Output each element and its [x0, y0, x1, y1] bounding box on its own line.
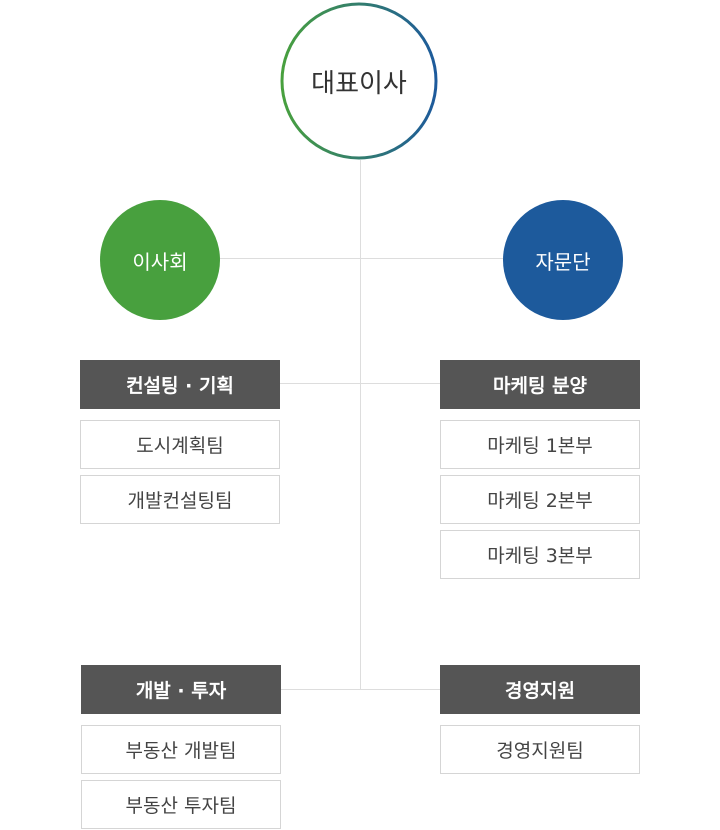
team-marketing-3: 마케팅 3본부: [440, 530, 640, 579]
dept-development: 개발 · 투자: [81, 665, 281, 714]
team-real-estate-invest: 부동산 투자팀: [81, 780, 281, 829]
team-urban-planning: 도시계획팀: [80, 420, 280, 469]
advisory-node: 자문단: [503, 200, 623, 320]
team-marketing-1: 마케팅 1본부: [440, 420, 640, 469]
dept-consulting: 컨설팅 · 기획: [80, 360, 280, 409]
board-label: 이사회: [132, 249, 188, 274]
team-management-support: 경영지원팀: [440, 725, 640, 774]
advisory-label: 자문단: [535, 249, 591, 274]
ceo-label: 대표이사: [311, 68, 407, 99]
team-real-estate-dev: 부동산 개발팀: [81, 725, 281, 774]
ceo-ring: [280, 2, 438, 160]
board-node: 이사회: [100, 200, 220, 320]
dept-management: 경영지원: [440, 665, 640, 714]
team-marketing-2: 마케팅 2본부: [440, 475, 640, 524]
team-dev-consulting: 개발컨설팅팀: [80, 475, 280, 524]
dept-marketing: 마케팅 분양: [440, 360, 640, 409]
ceo-node: 대표이사: [280, 2, 438, 160]
